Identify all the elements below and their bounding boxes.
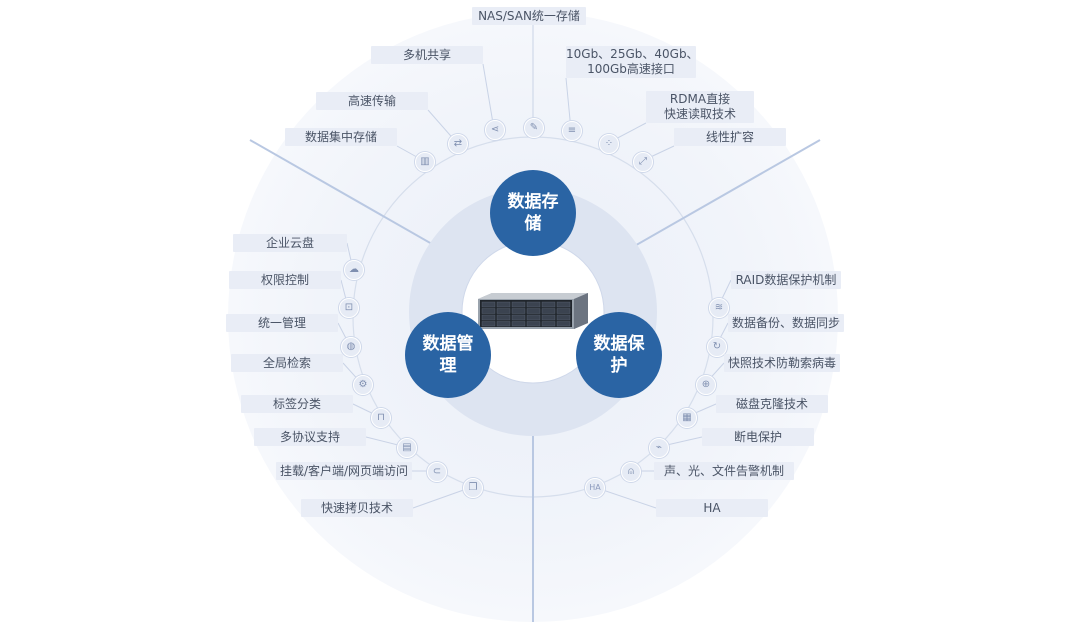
left-feature-label: 挂载/客户端/网页端访问: [276, 462, 412, 480]
top-feature-label: 高速传输: [316, 92, 428, 110]
alarm-icon: ⍝: [621, 462, 641, 482]
right-feature-label: 快照技术防勒索病毒: [724, 354, 840, 372]
left-feature-label: 全局检索: [231, 354, 343, 372]
hub-data-storage[interactable]: 数据存储: [490, 170, 576, 256]
left-feature-label: 企业云盘: [233, 234, 347, 252]
edit-icon: ✎: [524, 118, 544, 138]
gear-icon: ⚙: [353, 375, 373, 395]
left-feature-label: 快速拷贝技术: [301, 499, 413, 517]
left-feature-label: 多协议支持: [254, 428, 366, 446]
hub-data-management[interactable]: 数据管理: [405, 312, 491, 398]
right-feature-label: 声、光、文件告警机制: [654, 462, 794, 480]
hub-data-protection[interactable]: 数据保护: [576, 312, 662, 398]
right-feature-label: 数据备份、数据同步: [728, 314, 844, 332]
right-feature-label: HA: [656, 499, 768, 517]
expand-icon: ⤢: [633, 152, 653, 172]
feature-label-line: 快速读取技术: [646, 107, 754, 122]
disk-icon: ▦: [677, 408, 697, 428]
bookmark-icon: ⊓: [371, 408, 391, 428]
top-feature-label: RDMA直接快速读取技术: [646, 91, 754, 123]
feature-label-line: RDMA直接: [646, 92, 754, 107]
document-icon: ▤: [397, 438, 417, 458]
right-feature-label: 断电保护: [702, 428, 814, 446]
user-icon: ◍: [341, 337, 361, 357]
sliders-icon: ≡: [562, 121, 582, 141]
feature-label-line: 100Gb高速接口: [566, 62, 696, 77]
link-icon: ⊂: [427, 462, 447, 482]
server-image: [478, 291, 588, 331]
left-feature-label: 权限控制: [229, 271, 341, 289]
feature-label-line: 10Gb、25Gb、40Gb、: [566, 47, 696, 62]
lock-icon: ⊡: [339, 298, 359, 318]
power-icon: ⌁: [649, 438, 669, 458]
copy-icon: ❐: [463, 478, 483, 498]
left-feature-label: 标签分类: [241, 395, 353, 413]
top-feature-label: 数据集中存储: [285, 128, 397, 146]
top-feature-label: 线性扩容: [674, 128, 786, 146]
share-icon: ⋖: [485, 120, 505, 140]
right-feature-label: 磁盘克隆技术: [716, 395, 828, 413]
top-feature-label: 10Gb、25Gb、40Gb、100Gb高速接口: [566, 46, 696, 78]
left-feature-label: 统一管理: [226, 314, 338, 332]
shield-icon: ⊕: [696, 375, 716, 395]
right-feature-label: RAID数据保护机制: [731, 271, 841, 289]
bar-chart-icon: ▥: [415, 152, 435, 172]
transfer-icon: ⇄: [448, 134, 468, 154]
database-icon: ≋: [709, 298, 729, 318]
cloud-icon: ☁: [344, 260, 364, 280]
top-feature-label: NAS/SAN统一存储: [472, 7, 586, 25]
ha-icon: HA: [585, 478, 605, 498]
dots-circle-icon: ⁘: [599, 134, 619, 154]
top-feature-label: 多机共享: [371, 46, 483, 64]
